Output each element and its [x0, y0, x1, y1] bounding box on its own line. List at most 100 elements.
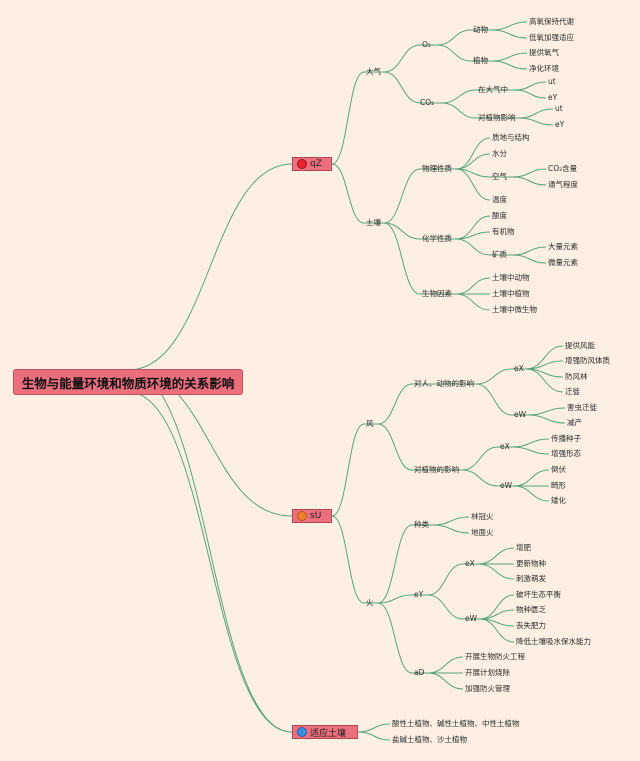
connector-line	[511, 438, 550, 448]
node-ex-3[interactable]: eX	[465, 559, 475, 568]
branch-atmosphere-soil[interactable]: qZ	[292, 157, 332, 171]
node-species-renewal[interactable]: 更新物种	[516, 559, 546, 568]
node-temperature[interactable]: 温度	[492, 195, 507, 204]
node-effect-plants-wind[interactable]: 对植物的影响	[414, 465, 459, 474]
node-seed-dispersal[interactable]: 传播种子	[551, 434, 581, 443]
node-soil-plants[interactable]: 土壤中植物	[492, 289, 530, 298]
node-low-oxygen[interactable]: 低氧加强适应	[529, 33, 574, 42]
connector-line	[512, 176, 547, 186]
connector-line	[127, 391, 293, 733]
connector-line	[479, 594, 515, 620]
node-ew-2[interactable]: eW	[500, 481, 513, 490]
node-plants[interactable]: 植物	[473, 56, 488, 65]
node-micro-elements[interactable]: 微量元素	[548, 258, 578, 267]
node-ey-1[interactable]: eY	[548, 93, 558, 102]
node-water-retention[interactable]: 降低土壤吸水保水能力	[516, 637, 591, 646]
connector-line	[377, 423, 413, 471]
branch-soil-adaptation[interactable]: 适应土壤	[292, 725, 358, 739]
node-minerals[interactable]: 矿质	[492, 250, 507, 259]
node-soil[interactable]: 土壤	[366, 218, 381, 227]
branch-label: sU	[310, 511, 322, 521]
node-wind-energy[interactable]: 提供风能	[565, 341, 595, 350]
connector-line	[527, 414, 566, 424]
node-ey-2[interactable]: eY	[555, 120, 565, 129]
connector-line	[455, 277, 491, 295]
connector-line	[461, 446, 499, 471]
node-saline-sandy-plants[interactable]: 盐碱土植物、沙土植物	[392, 735, 467, 744]
node-physical[interactable]: 物理性质	[422, 164, 452, 173]
node-fertilize[interactable]: 增肥	[516, 543, 531, 552]
node-biological[interactable]: 生物因素	[422, 289, 452, 298]
node-purify[interactable]: 净化环境	[529, 64, 559, 73]
node-ut-2[interactable]: ut	[555, 104, 563, 113]
connector-line	[427, 672, 464, 690]
connector-line	[377, 383, 413, 425]
connector-line	[427, 594, 464, 620]
node-fire-management[interactable]: 加强防火管理	[465, 684, 510, 693]
node-aeration[interactable]: 通气程度	[548, 180, 578, 189]
node-organic[interactable]: 有机物	[492, 227, 515, 236]
node-atmosphere[interactable]: 大气	[366, 67, 381, 76]
branch-label: qZ	[310, 159, 322, 169]
connector-line	[514, 89, 547, 99]
node-ad[interactable]: aD	[414, 668, 425, 677]
node-deformity[interactable]: 畸形	[551, 481, 566, 490]
node-lodging[interactable]: 倒伏	[551, 465, 566, 474]
node-ecological-damage[interactable]: 破坏生态平衡	[516, 590, 561, 599]
node-ut-1[interactable]: ut	[548, 77, 556, 86]
node-shape-enhance[interactable]: 增强形态	[551, 449, 581, 458]
node-windbreak[interactable]: 防风林	[565, 372, 588, 381]
connector-line	[377, 594, 413, 604]
connector-line	[512, 254, 547, 264]
node-migration[interactable]: 迁徙	[565, 387, 580, 396]
connector-line	[383, 222, 421, 240]
node-ex-2[interactable]: eX	[500, 442, 510, 451]
node-high-oxygen[interactable]: 高氧保持代谢	[529, 17, 574, 26]
node-soil-ph-plants[interactable]: 酸性土植物、碱性土植物、中性土植物	[392, 719, 520, 728]
node-soil-animals[interactable]: 土壤中动物	[492, 273, 530, 282]
node-bio-fire-project[interactable]: 开展生物防火工程	[465, 652, 525, 661]
node-o2[interactable]: O₂	[422, 40, 431, 49]
node-ew-1[interactable]: eW	[514, 410, 527, 419]
connector-line	[512, 168, 547, 178]
branch-label: 适应土壤	[310, 728, 347, 739]
node-acidity[interactable]: 酸度	[492, 211, 507, 220]
branch-wind-fire[interactable]: sU	[292, 509, 332, 523]
connector-line	[455, 293, 491, 311]
node-yield-reduction[interactable]: 减产	[567, 418, 582, 427]
node-dwarfing[interactable]: 矮化	[551, 496, 566, 505]
node-fire-types[interactable]: 种类	[414, 520, 429, 529]
connector-line	[491, 21, 528, 31]
node-air[interactable]: 空气	[492, 172, 507, 181]
node-soil-microbes[interactable]: 土壤中微生物	[492, 305, 537, 314]
connector-line	[427, 563, 464, 596]
node-germination[interactable]: 刺激萌发	[516, 574, 546, 583]
node-effect-humans-animals[interactable]: 对人、动物的影响	[414, 379, 474, 388]
node-wind-resistance[interactable]: 增强防风体质	[565, 356, 610, 365]
node-fertility-loss[interactable]: 丧失肥力	[516, 621, 546, 630]
node-ey-3[interactable]: eY	[414, 590, 424, 599]
node-macro-elements[interactable]: 大量元素	[548, 242, 578, 251]
node-wind[interactable]: 风	[366, 419, 374, 428]
node-in-atmosphere[interactable]: 在大气中	[478, 85, 508, 94]
node-crown-fire[interactable]: 林冠火	[471, 512, 494, 521]
connector-line	[441, 89, 477, 104]
node-ex-1[interactable]: eX	[514, 364, 524, 373]
node-texture[interactable]: 质地与结构	[492, 133, 530, 142]
node-fire[interactable]: 火	[366, 598, 374, 607]
node-co2-content[interactable]: CO₂含量	[548, 164, 578, 173]
node-pest-migration[interactable]: 害虫迁徙	[567, 403, 597, 412]
node-species-scarcity[interactable]: 物种匮乏	[516, 605, 546, 614]
node-co2[interactable]: CO₂	[420, 98, 435, 107]
node-chemical[interactable]: 化学性质	[422, 234, 452, 243]
node-effect-on-plants[interactable]: 对植物影响	[478, 113, 516, 122]
root-topic[interactable]: 生物与能量环境和物质环境的关系影响	[13, 369, 243, 395]
node-animals[interactable]: 动物	[473, 25, 488, 34]
node-ground-fire[interactable]: 地面火	[471, 528, 494, 537]
connector-line	[455, 238, 491, 256]
node-ew-3[interactable]: eW	[465, 614, 478, 623]
node-planned-burning[interactable]: 开展计划烧除	[465, 668, 510, 677]
node-provide-oxygen[interactable]: 提供氧气	[529, 48, 559, 57]
node-water[interactable]: 水分	[492, 149, 507, 158]
